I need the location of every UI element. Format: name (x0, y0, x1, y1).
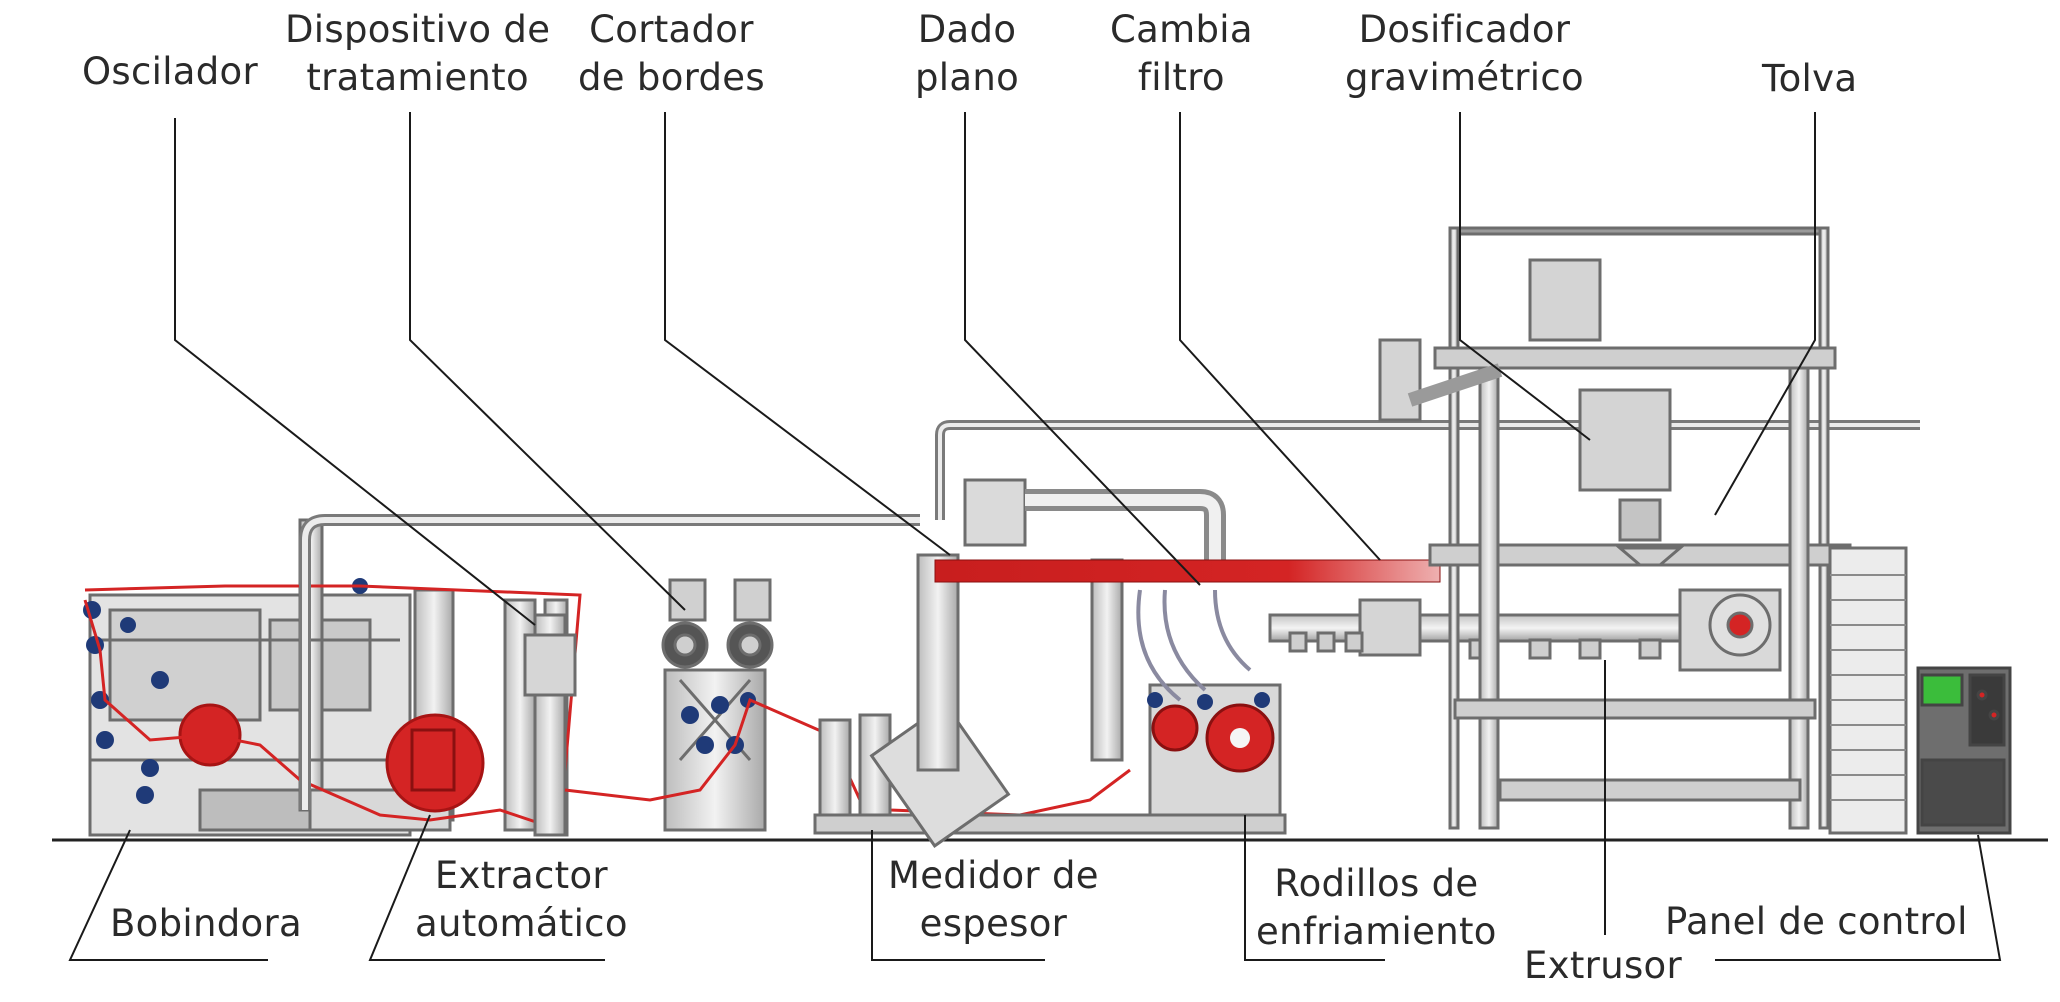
leader-lines (68, 112, 2002, 961)
leader-dado (964, 112, 1201, 586)
chill-roll-small (1151, 704, 1199, 752)
winder-idlers (83, 578, 368, 804)
leader-dosificador (1459, 112, 1591, 441)
label-oscilador: Oscilador (82, 48, 258, 96)
flat-die-frame (916, 420, 1920, 772)
label-dado-line1: Dado (917, 8, 1017, 51)
label-panel-text: Panel de control (1665, 900, 1968, 943)
label-rodillos-line2: enfriamiento (1256, 910, 1497, 953)
label-dado-plano: Dado plano (915, 6, 1019, 102)
label-cambia-filtro: Cambia filtro (1110, 6, 1253, 102)
edge-cutter (661, 578, 774, 832)
thickness-gauge (813, 702, 1287, 848)
leader-bobindora (68, 829, 268, 961)
label-dispositivo-line2: tratamiento (306, 56, 529, 99)
film-path-winder (83, 584, 582, 833)
leader-rodillos (1244, 815, 1385, 961)
leader-panel (1715, 834, 2002, 961)
label-dado-line2: plano (915, 56, 1020, 99)
label-tolva: Tolva (1762, 55, 1857, 103)
label-cambia-line1: Cambia (1110, 8, 1253, 51)
label-oscilador-text: Oscilador (82, 50, 259, 93)
stairs (1828, 546, 1908, 835)
label-extractor-line2: automático (415, 902, 628, 945)
leader-cambia (1179, 112, 1381, 561)
label-bobindora: Bobindora (110, 900, 302, 948)
label-extractor-line1: Extractor (434, 854, 608, 897)
label-medidor-espesor: Medidor de espesor (888, 852, 1099, 948)
label-bobindora-text: Bobindora (110, 902, 302, 945)
label-cambia-line2: filtro (1137, 56, 1225, 99)
label-extractor-automatico: Extractor automático (415, 852, 628, 948)
label-cortador-line1: Cortador (589, 8, 754, 51)
leader-dispositivo (409, 112, 686, 611)
leader-cortador (664, 112, 951, 556)
label-dosificador-gravimetrico: Dosificador gravimétrico (1345, 6, 1584, 102)
label-dispositivo-tratamiento: Dispositivo de tratamiento (285, 6, 550, 102)
extruder-barrel (1268, 588, 1782, 672)
leader-tolva (1714, 112, 1816, 516)
treatment-tower (523, 613, 577, 837)
label-extrusor-text: Extrusor (1524, 944, 1682, 987)
label-cortador-line2: de bordes (578, 56, 765, 99)
hopper-structure (1378, 226, 1852, 830)
label-dosificador-line1: Dosificador (1358, 8, 1571, 51)
label-cortador-bordes: Cortador de bordes (578, 6, 765, 102)
label-medidor-line1: Medidor de (888, 854, 1099, 897)
control-panel (1916, 666, 2012, 835)
label-panel-control: Panel de control (1665, 898, 1968, 946)
label-tolva-text: Tolva (1762, 57, 1858, 100)
leader-medidor (871, 830, 1045, 961)
leader-extractor (368, 814, 605, 961)
label-extrusor: Extrusor (1524, 942, 1682, 990)
label-medidor-line2: espesor (919, 902, 1068, 945)
label-dosificador-line2: gravimétrico (1345, 56, 1584, 99)
winder-machine (88, 518, 569, 837)
label-rodillos-line1: Rodillos de (1274, 862, 1479, 905)
label-dispositivo-line1: Dispositivo de (285, 8, 551, 51)
label-rodillos-enfriamiento: Rodillos de enfriamiento (1256, 860, 1497, 956)
leader-oscilador (174, 118, 536, 626)
